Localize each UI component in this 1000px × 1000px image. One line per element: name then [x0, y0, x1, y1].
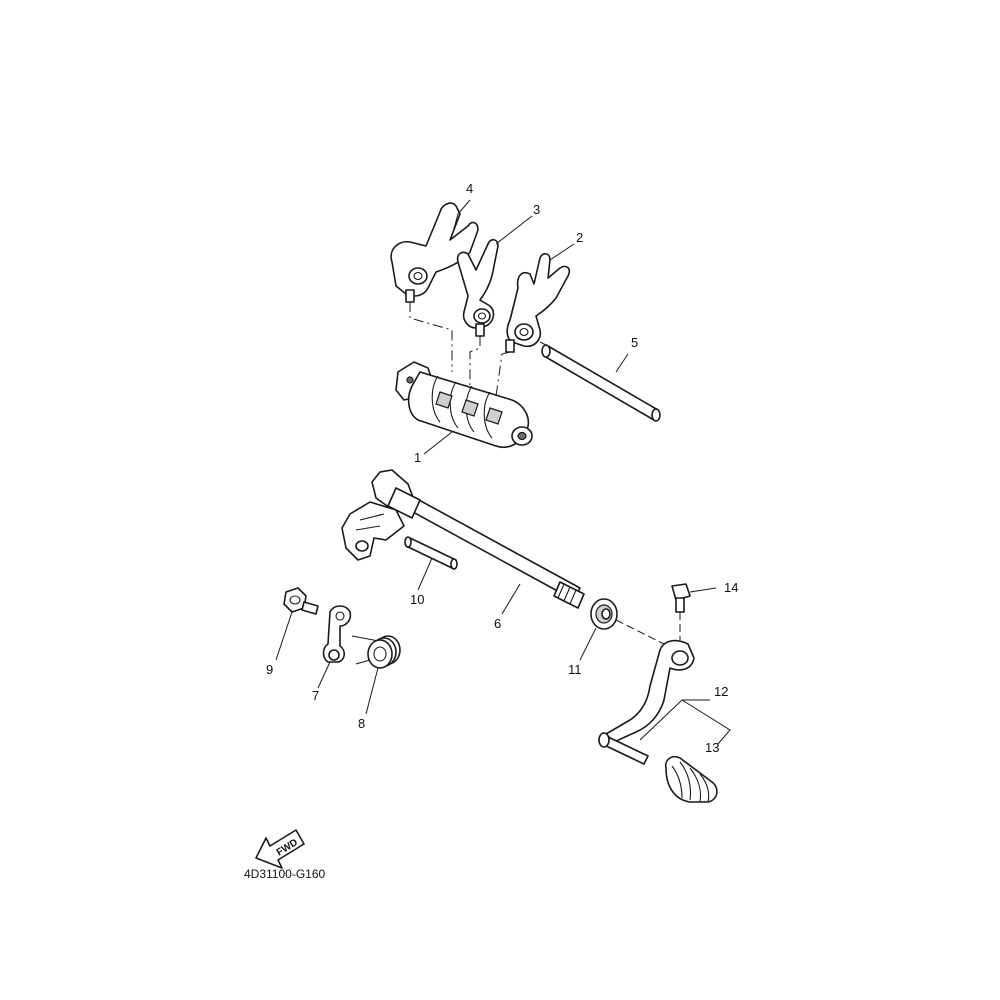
bolt[interactable]: [283, 587, 319, 615]
stopper-lever[interactable]: [322, 605, 352, 663]
oil-seal[interactable]: [590, 598, 618, 630]
callout-14: 14: [724, 580, 738, 595]
callout-3: 3: [533, 202, 540, 217]
torsion-spring[interactable]: [351, 635, 401, 669]
callout-7: 7: [312, 688, 319, 703]
callout-13: 13: [705, 740, 719, 755]
callout-2: 2: [576, 230, 583, 245]
shift-fork-4[interactable]: [390, 202, 479, 303]
shift-shaft[interactable]: [341, 469, 585, 609]
shift-pedal[interactable]: [598, 639, 695, 765]
shift-drum[interactable]: [395, 361, 533, 448]
forward-direction-arrow-icon: FWD: [255, 829, 305, 869]
pedal-rubber[interactable]: [664, 755, 718, 803]
pedal-bolt[interactable]: [671, 583, 691, 613]
callout-12: 12: [714, 684, 728, 699]
callout-10: 10: [410, 592, 424, 607]
drawing-code: 4D31100-G160: [244, 867, 325, 881]
callout-9: 9: [266, 662, 273, 677]
callout-5: 5: [631, 335, 638, 350]
callout-4: 4: [466, 181, 473, 196]
shift-fork-guide-bar[interactable]: [541, 344, 661, 422]
callout-1: 1: [414, 450, 421, 465]
callout-6: 6: [494, 616, 501, 631]
dowel-pin[interactable]: [404, 536, 458, 570]
callout-8: 8: [358, 716, 365, 731]
callout-11: 11: [568, 662, 582, 677]
shift-fork-3[interactable]: [456, 238, 499, 337]
shift-fork-2[interactable]: [505, 252, 571, 353]
